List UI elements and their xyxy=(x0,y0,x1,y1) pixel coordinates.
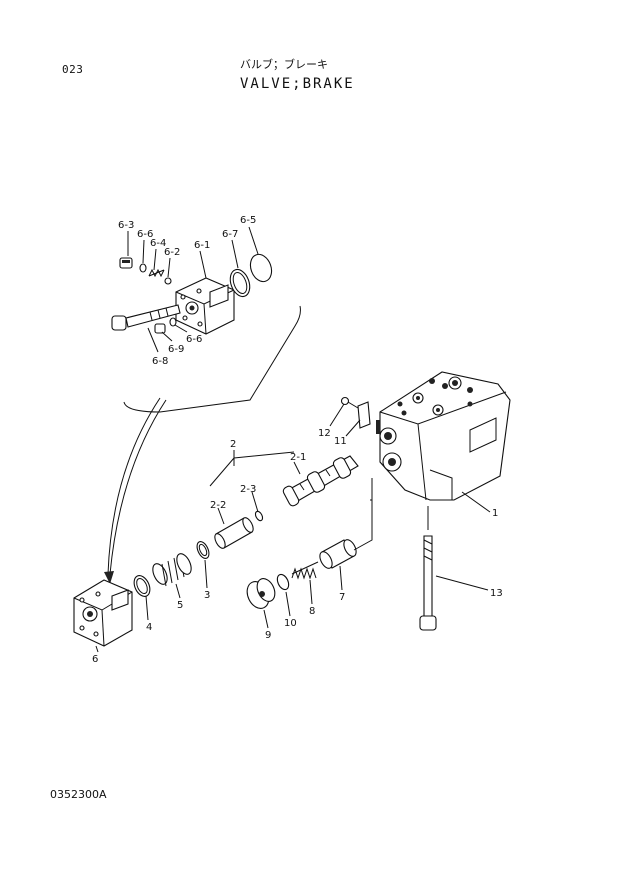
plug-6-9 xyxy=(154,323,166,334)
ball-6-2 xyxy=(164,277,172,285)
o-ring-6-6-upper xyxy=(139,263,147,273)
callout-2: 2 xyxy=(230,439,236,450)
o-ring-4 xyxy=(133,575,151,597)
callout-6-2: 6-2 xyxy=(164,247,180,258)
callout-6-1: 6-1 xyxy=(194,240,210,251)
o-ring-10 xyxy=(276,573,290,591)
callout-2-2: 2-2 xyxy=(210,500,226,511)
detail-part-6-group xyxy=(111,226,273,353)
callout-13: 13 xyxy=(490,588,503,599)
page-number: 023 xyxy=(62,63,84,76)
o-ring-6-7 xyxy=(229,268,251,298)
callout-4: 4 xyxy=(146,622,152,633)
callout-7: 7 xyxy=(339,592,345,603)
callout-6: 6 xyxy=(92,654,98,665)
screw-12 xyxy=(340,396,359,409)
callout-6-3: 6-3 xyxy=(118,220,134,231)
callout-10: 10 xyxy=(284,618,297,629)
title-japanese: バルブ；ブレーキ xyxy=(240,58,328,71)
callout-2-3: 2-3 xyxy=(240,484,256,495)
valve-body-1 xyxy=(376,371,511,501)
ring-3 xyxy=(196,541,210,559)
callout-5: 5 xyxy=(177,600,183,611)
plug-6-3 xyxy=(119,257,133,269)
callout-6-9: 6-9 xyxy=(168,344,184,355)
callout-9: 9 xyxy=(265,630,271,641)
callout-6-8: 6-8 xyxy=(152,356,168,367)
cover-6 xyxy=(73,579,133,647)
callout-12: 12 xyxy=(318,428,331,439)
callout-3: 3 xyxy=(204,590,210,601)
detail-separator-arc xyxy=(104,305,301,584)
bolt-6-8 xyxy=(111,304,181,331)
plug-9 xyxy=(246,578,276,609)
callout-6-6-lower: 6-6 xyxy=(186,334,202,345)
spring-5 xyxy=(152,553,192,587)
bolt-13 xyxy=(419,506,437,631)
callout-6-7: 6-7 xyxy=(222,229,238,240)
o-ring-6-6-lower xyxy=(169,317,177,327)
callout-6-5: 6-5 xyxy=(240,215,256,226)
spring-6-4 xyxy=(148,268,165,278)
callout-11: 11 xyxy=(334,436,347,447)
callout-2-1: 2-1 xyxy=(290,452,306,463)
cover-6-1 xyxy=(175,277,235,335)
callout-6-6-upper: 6-6 xyxy=(137,229,153,240)
piston-7 xyxy=(319,539,357,569)
callout-8: 8 xyxy=(309,606,315,617)
plunger-2-2 xyxy=(214,517,254,549)
callout-6-4: 6-4 xyxy=(150,238,166,249)
bracket-11 xyxy=(357,401,371,429)
callout-1: 1 xyxy=(492,508,498,519)
spring-8 xyxy=(291,561,319,580)
title-english: VALVE;BRAKE xyxy=(240,76,355,92)
ring-2-3 xyxy=(254,510,264,522)
backup-ring-6-5 xyxy=(249,253,273,283)
drawing-code: 0352300A xyxy=(50,788,107,801)
spool-2-1 xyxy=(282,455,359,507)
